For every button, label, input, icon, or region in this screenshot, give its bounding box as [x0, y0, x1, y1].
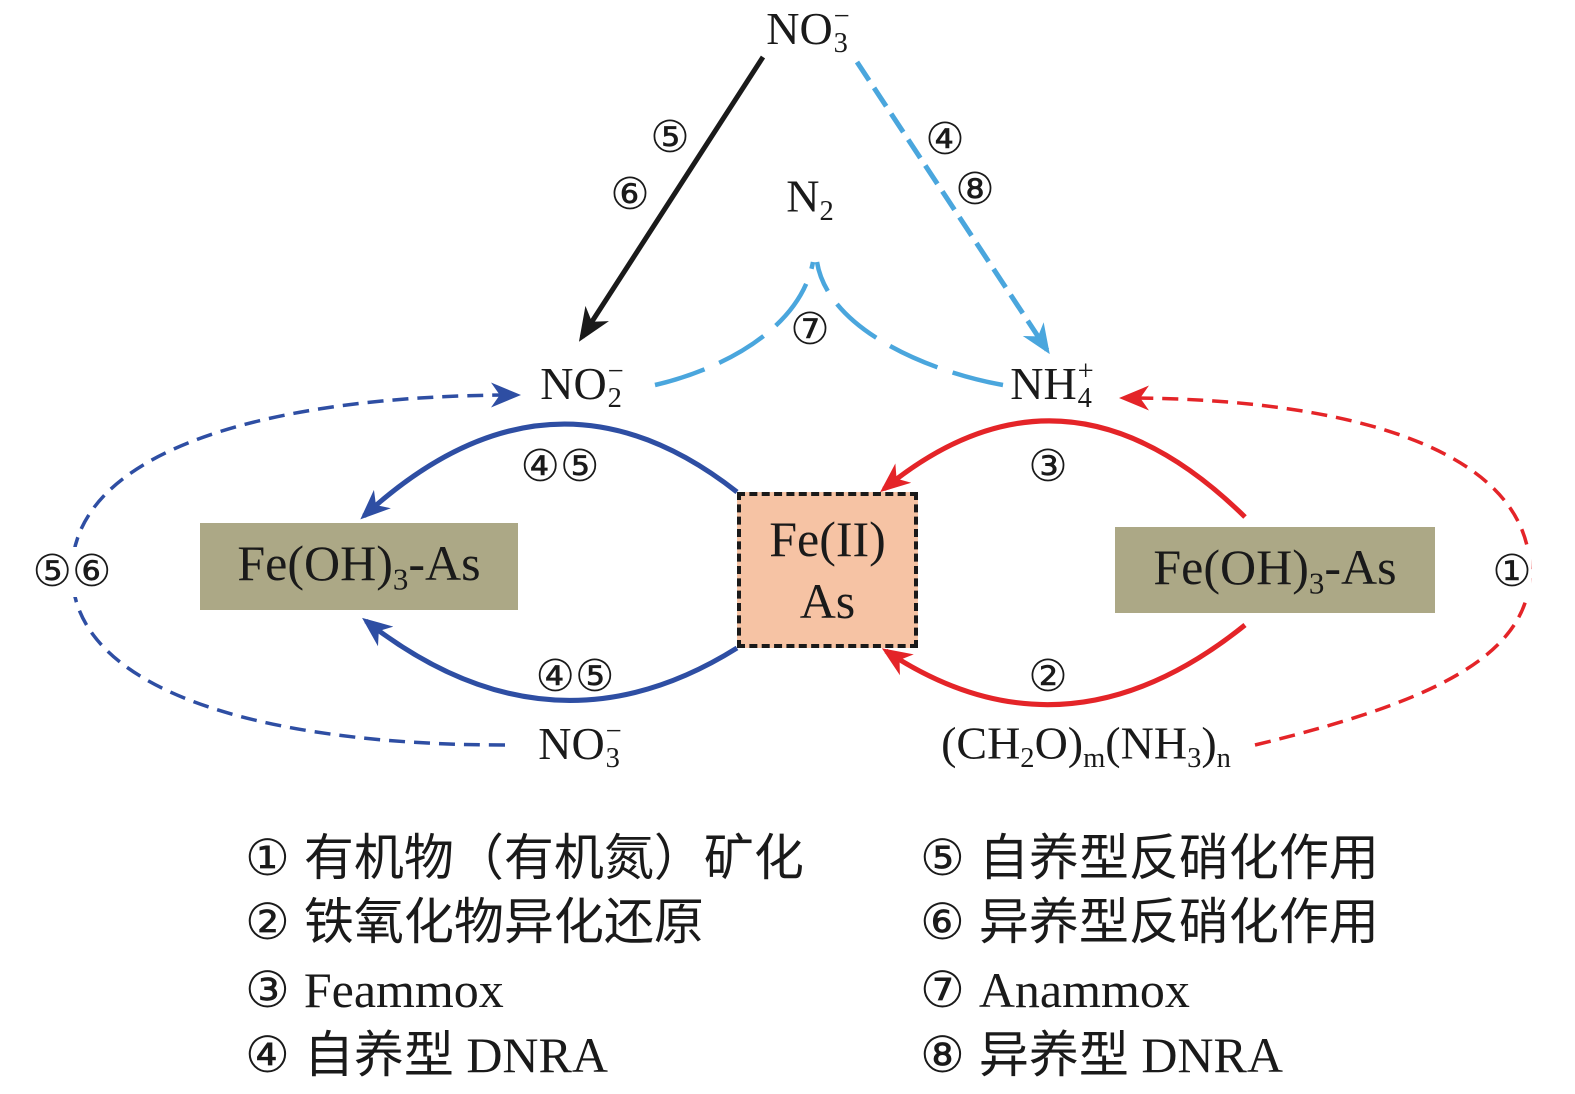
formula-part: (CH — [941, 717, 1021, 769]
legend-number: ③ — [245, 962, 290, 1018]
anammox-curve-ammonium — [814, 261, 1004, 388]
formula-subscript: 2 — [819, 196, 834, 228]
iron-hydroxide-arsenic-box-left: Fe(OH)3-As — [200, 523, 518, 610]
nitrate-top-label: NO−3 — [766, 0, 850, 59]
formula-subscript: 3 — [833, 28, 848, 59]
legend-text: 异养型 DNRA — [978, 1027, 1284, 1083]
legend-number: ⑦ — [920, 962, 965, 1018]
arrow-oxidation-upper — [360, 421, 739, 520]
formula-scripts: −2 — [607, 355, 624, 414]
legend-item-7: ⑦ Anammox — [920, 965, 1190, 1015]
process-label-oxidation-upper: ④⑤ — [520, 442, 600, 491]
box-label-line1: Fe(II) — [769, 511, 886, 567]
formula-base: NO — [538, 718, 605, 770]
formula-part: ) — [1201, 717, 1217, 769]
formula-scripts: −3 — [833, 0, 850, 59]
box-label: Fe(OH)3-As — [1153, 542, 1396, 598]
nitrite-label: NO−2 — [540, 355, 624, 414]
legend-number: ② — [245, 894, 290, 950]
legend-number: ⑥ — [920, 894, 965, 950]
formula-subscript: 2 — [607, 383, 622, 414]
arrow-nitrate-to-ammonium — [854, 60, 1050, 355]
organic-matter-label: (CH2O)m(NH3)n — [941, 720, 1231, 773]
legend-text: 异养型反硝化作用 — [978, 894, 1379, 950]
formula-subscript: 2 — [1020, 743, 1035, 775]
formula-part: O) — [1034, 717, 1084, 769]
arrow-feammox — [880, 418, 1247, 519]
legend-item-5: ⑤ 自养型反硝化作用 — [920, 833, 1379, 883]
legend-text: Anammox — [978, 962, 1190, 1018]
legend-item-3: ③ Feammox — [245, 965, 504, 1015]
process-label-8: ⑧ — [955, 165, 995, 214]
legend-text: 自养型反硝化作用 — [978, 830, 1379, 886]
process-label-mineralization-loop: ① — [1492, 547, 1532, 597]
anammox-curve-nitrite — [654, 261, 816, 388]
legend-number: ① — [245, 830, 290, 886]
process-label-iron-reduction: ② — [1028, 652, 1068, 701]
ammonium-label: NH+4 — [1010, 355, 1094, 414]
arrow-nitrate-to-nitrite — [578, 55, 766, 342]
process-label-feammox: ③ — [1028, 442, 1068, 491]
iron-hydroxide-arsenic-box-right: Fe(OH)3-As — [1115, 527, 1435, 613]
formula-base: NO — [540, 358, 607, 410]
process-label-5: ⑤ — [650, 113, 690, 162]
formula-superscript: − — [833, 0, 850, 32]
box-label-line2: As — [799, 573, 856, 629]
formula-part: Fe(OH) — [1153, 538, 1309, 595]
formula-subscript: 3 — [1308, 565, 1325, 601]
process-label-denitrification-loop: ⑤⑥ — [32, 547, 112, 597]
formula-subscript: m — [1083, 743, 1106, 775]
ferrous-iron-arsenic-box: Fe(II) As — [737, 492, 918, 648]
legend-item-1: ① 有机物（有机氮）矿化 — [245, 833, 804, 883]
legend-item-8: ⑧ 异养型 DNRA — [920, 1030, 1283, 1080]
legend-text: 铁氧化物异化还原 — [303, 894, 704, 950]
nitrate-bottom-label: NO−3 — [538, 715, 622, 774]
legend-number: ⑤ — [920, 830, 965, 886]
legend-item-4: ④ 自养型 DNRA — [245, 1030, 608, 1080]
formula-subscript: 4 — [1077, 383, 1092, 414]
formula-subscript: 3 — [392, 561, 409, 597]
legend-number: ⑧ — [920, 1027, 965, 1083]
arrow-oxidation-lower — [362, 617, 739, 703]
formula-base: N — [786, 170, 820, 222]
formula-part: -As — [408, 535, 481, 592]
formula-superscript: − — [605, 715, 622, 747]
formula-base: NO — [766, 3, 833, 55]
formula-part: (NH — [1105, 717, 1188, 769]
legend-item-6: ⑥ 异养型反硝化作用 — [920, 897, 1379, 947]
box-label: Fe(OH)3-As — [237, 538, 480, 594]
process-label-oxidation-lower: ④⑤ — [535, 652, 615, 701]
formula-part: Fe(OH) — [237, 535, 393, 592]
dinitrogen-label: N2 — [786, 173, 834, 226]
formula-subscript: 3 — [1187, 743, 1202, 775]
legend-text: Feammox — [303, 962, 504, 1018]
formula-superscript: − — [607, 355, 624, 387]
arrow-iron-reduction — [881, 623, 1247, 708]
formula-subscript: 3 — [605, 743, 620, 774]
formula-base: NH — [1010, 358, 1077, 410]
legend-text: 有机物（有机氮）矿化 — [303, 830, 804, 886]
formula-part: -As — [1324, 538, 1397, 595]
legend-item-2: ② 铁氧化物异化还原 — [245, 897, 704, 947]
formula-subscript: n — [1216, 743, 1231, 775]
formula-superscript: + — [1077, 355, 1094, 387]
legend-number: ④ — [245, 1027, 290, 1083]
formula-scripts: +4 — [1077, 355, 1094, 414]
process-label-4: ④ — [925, 115, 965, 164]
formula-scripts: −3 — [605, 715, 622, 774]
process-label-6: ⑥ — [610, 170, 650, 219]
process-label-anammox: ⑦ — [790, 305, 830, 354]
legend-text: 自养型 DNRA — [303, 1027, 609, 1083]
